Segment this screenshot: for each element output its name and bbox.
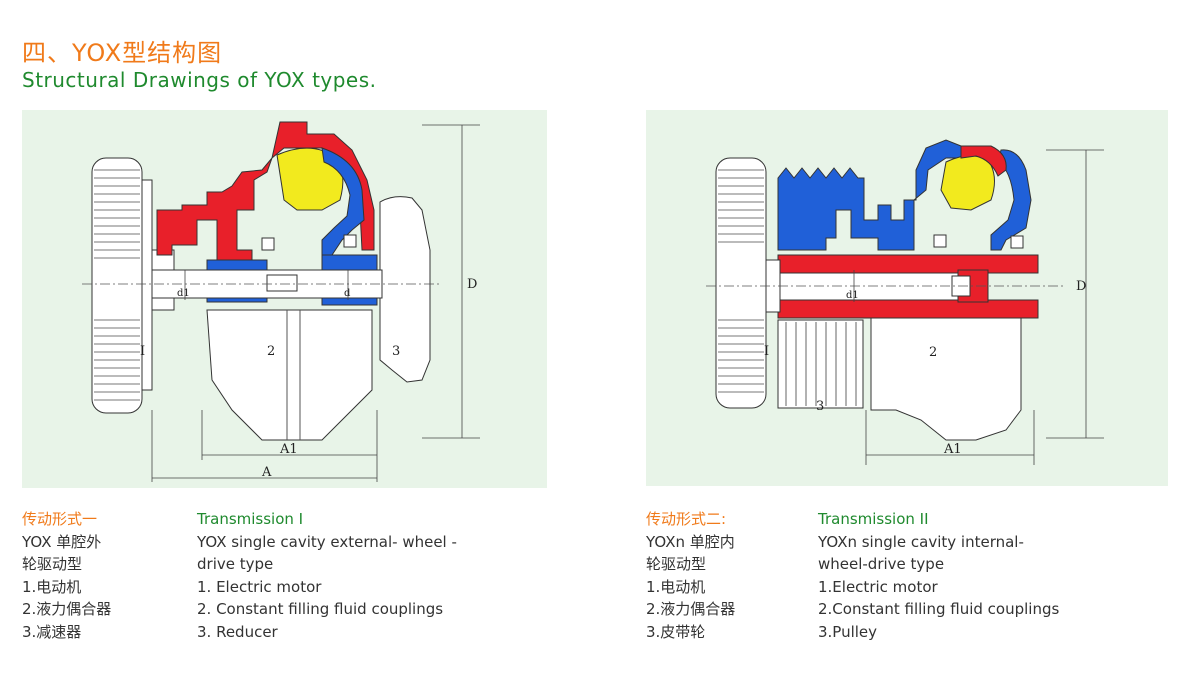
pulley-blue-top bbox=[777, 139, 962, 251]
label-dim-d2: d bbox=[344, 288, 351, 299]
motor-gear bbox=[715, 157, 767, 409]
caption-heading-cn: 传动形式二: bbox=[646, 510, 727, 528]
diagram-2-drawing: I 2 3 D A1 d1 bbox=[706, 139, 1104, 465]
coupling-housing bbox=[870, 314, 1022, 441]
caption-line: 1.电动机 bbox=[646, 577, 706, 596]
caption-1-cn: 传动形式一 YOX 单腔外 轮驱动型 1.电动机 2.液力偶合器 3.减速器 bbox=[22, 508, 111, 643]
caption-line: 3.皮带轮 bbox=[646, 622, 706, 641]
red-shaft-lower bbox=[777, 299, 1039, 319]
bearing-right bbox=[1010, 235, 1024, 249]
red-shaft-core bbox=[777, 272, 959, 301]
caption-heading-cn: 传动形式一 bbox=[22, 510, 98, 528]
gear-teeth bbox=[94, 169, 140, 401]
label-part-3: 3 bbox=[392, 344, 400, 359]
reducer-body bbox=[379, 196, 431, 383]
caption-2-en: Transmission II YOXn single cavity inter… bbox=[818, 508, 1059, 643]
label-dim-d: D bbox=[1076, 279, 1086, 294]
caption-line: YOXn 单腔内 bbox=[646, 532, 735, 551]
caption-line: 2.液力偶合器 bbox=[22, 600, 112, 618]
label-part-1: I bbox=[764, 344, 769, 359]
diagram-1-drawing: I 2 3 D A1 A d1 d bbox=[82, 121, 480, 482]
caption-line: 1. Electric motor bbox=[197, 577, 322, 596]
caption-line: 2. Constant filling fluid couplings bbox=[197, 600, 444, 618]
coupling-red-housing bbox=[156, 121, 375, 271]
coupling-housing bbox=[206, 309, 373, 441]
caption-line: YOX single cavity external- wheel - bbox=[197, 532, 457, 551]
caption-line: YOX 单腔外 bbox=[22, 532, 102, 551]
section-title-cn: 四、YOX型结构图 bbox=[22, 39, 223, 67]
bearing-left bbox=[261, 237, 275, 251]
diagram-yoxn-internal-wheel: I 2 3 D A1 d1 bbox=[646, 110, 1168, 486]
caption-heading-en: Transmission I bbox=[197, 510, 304, 528]
caption-line: 3.减速器 bbox=[22, 622, 82, 641]
label-dim-d1: d1 bbox=[846, 290, 859, 301]
motor-gear bbox=[91, 157, 143, 414]
caption-line: 2.液力偶合器 bbox=[646, 600, 736, 618]
label-part-3: 3 bbox=[816, 399, 824, 414]
caption-line: YOXn single cavity internal- bbox=[818, 532, 1024, 551]
bearing-right bbox=[343, 234, 357, 248]
fluid-chamber bbox=[940, 155, 995, 211]
section-title-en: Structural Drawings of YOX types. bbox=[22, 68, 377, 92]
caption-1-en: Transmission I YOX single cavity externa… bbox=[197, 508, 457, 643]
label-dim-a1: A1 bbox=[279, 442, 298, 457]
caption-2-cn: 传动形式二: YOXn 单腔内 轮驱动型 1.电动机 2.液力偶合器 3.皮带轮 bbox=[646, 508, 735, 643]
coupling-red-housing bbox=[960, 145, 1007, 177]
shaft-bolt bbox=[266, 274, 298, 292]
caption-line: 轮驱动型 bbox=[646, 555, 707, 573]
red-shaft-upper bbox=[777, 254, 1039, 274]
label-dim-d: D bbox=[467, 277, 477, 292]
caption-line: wheel-drive type bbox=[818, 555, 945, 573]
caption-heading-en: Transmission II bbox=[818, 510, 929, 528]
gear-teeth bbox=[718, 169, 764, 393]
caption-line: 3.Pulley bbox=[818, 622, 878, 641]
caption-line: 1.Electric motor bbox=[818, 577, 938, 596]
caption-line: 2.Constant filling fluid couplings bbox=[818, 600, 1060, 618]
bearing-left bbox=[933, 234, 947, 248]
caption-line: drive type bbox=[197, 555, 274, 573]
label-dim-d1: d1 bbox=[177, 288, 190, 299]
caption-line: 3. Reducer bbox=[197, 622, 278, 641]
label-part-2: 2 bbox=[929, 345, 937, 360]
caption-line: 1.电动机 bbox=[22, 577, 82, 596]
label-dim-a: A bbox=[261, 465, 272, 480]
diagram-yox-external-wheel: I 2 3 D A1 A d1 d bbox=[22, 110, 547, 488]
caption-line: 轮驱动型 bbox=[22, 555, 83, 573]
label-dim-a1: A1 bbox=[943, 442, 962, 457]
pulley-body bbox=[777, 319, 864, 409]
label-part-1: I bbox=[140, 344, 145, 359]
label-part-2: 2 bbox=[267, 344, 275, 359]
